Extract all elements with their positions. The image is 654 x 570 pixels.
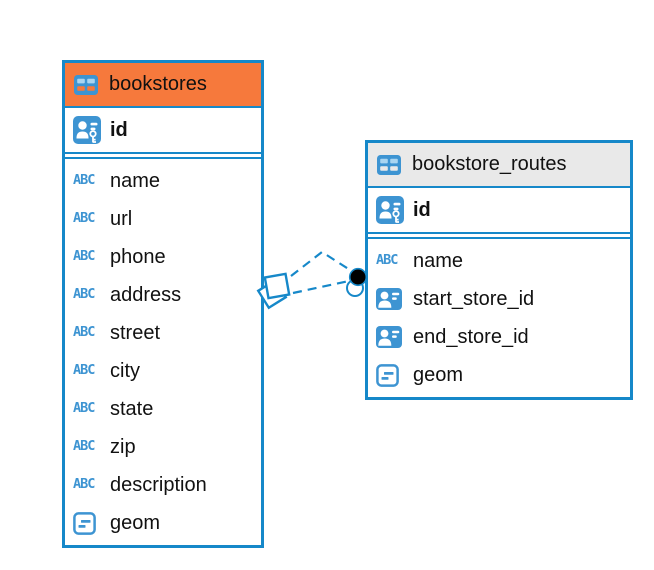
column-row[interactable]: geom <box>368 356 630 394</box>
table-title: bookstore_routes <box>412 153 567 175</box>
table-title: bookstores <box>109 73 207 95</box>
reference-user-icon <box>376 326 406 348</box>
geometry-type-icon <box>376 363 406 387</box>
column-row[interactable]: ABC name <box>368 242 630 280</box>
table-header-bookstores[interactable]: bookstores <box>65 63 261 108</box>
column-name: geom <box>413 363 464 386</box>
table-node-bookstore-routes[interactable]: bookstore_routes id ABC name <box>365 140 633 400</box>
column-row[interactable]: ABC url <box>65 200 261 238</box>
column-name: url <box>110 207 133 230</box>
column-row[interactable]: ABC street <box>65 314 261 352</box>
column-name: zip <box>110 435 136 458</box>
column-name: geom <box>110 511 161 534</box>
primary-key-user-icon <box>376 196 406 224</box>
table-header-bookstore-routes[interactable]: bookstore_routes <box>368 143 630 188</box>
column-row-pk[interactable]: id <box>368 188 630 232</box>
column-row[interactable]: ABC address <box>65 276 261 314</box>
text-type-icon: ABC <box>73 476 95 493</box>
column-name: description <box>110 473 207 496</box>
column-row[interactable]: ABC state <box>65 390 261 428</box>
column-name: city <box>110 359 140 382</box>
column-row[interactable]: ABC description <box>65 466 261 504</box>
text-type-icon: ABC <box>73 438 95 455</box>
column-row[interactable]: ABC phone <box>65 238 261 276</box>
column-row[interactable]: geom <box>65 504 261 542</box>
column-name: phone <box>110 245 166 268</box>
column-row[interactable]: ABC name <box>65 162 261 200</box>
column-name: id <box>110 118 128 141</box>
text-type-icon: ABC <box>73 400 95 417</box>
text-type-icon: ABC <box>376 252 398 269</box>
column-name: start_store_id <box>413 287 535 310</box>
column-row[interactable]: end_store_id <box>368 318 630 356</box>
column-name: id <box>413 198 431 221</box>
column-name: state <box>110 397 154 420</box>
text-type-icon: ABC <box>73 210 95 227</box>
table-icon <box>377 154 401 175</box>
column-name: address <box>110 283 182 306</box>
column-row[interactable]: ABC city <box>65 352 261 390</box>
columns-list: ABC name start_store_id <box>368 239 630 397</box>
text-type-icon: ABC <box>73 248 95 265</box>
reference-user-icon <box>376 288 406 310</box>
column-row[interactable]: ABC zip <box>65 428 261 466</box>
column-name: street <box>110 321 161 344</box>
text-type-icon: ABC <box>73 362 95 379</box>
column-name: end_store_id <box>413 325 529 348</box>
text-type-icon: ABC <box>73 286 95 303</box>
columns-list: ABC name ABC url ABC phone ABC address A… <box>65 159 261 545</box>
target-dot-marker <box>346 267 368 297</box>
relationship-line-upper[interactable] <box>290 250 351 277</box>
section-separator <box>368 232 630 239</box>
primary-key-user-icon <box>73 116 103 144</box>
section-separator <box>65 152 261 159</box>
column-row[interactable]: start_store_id <box>368 280 630 318</box>
relationship-line-lower[interactable] <box>292 279 350 295</box>
text-type-icon: ABC <box>73 324 95 341</box>
geometry-type-icon <box>73 511 103 535</box>
table-icon <box>74 74 98 95</box>
column-name: name <box>413 249 464 272</box>
text-type-icon: ABC <box>73 172 95 189</box>
table-node-bookstores[interactable]: bookstores id ABC name <box>62 60 264 548</box>
column-row-pk[interactable]: id <box>65 108 261 152</box>
column-name: name <box>110 169 161 192</box>
